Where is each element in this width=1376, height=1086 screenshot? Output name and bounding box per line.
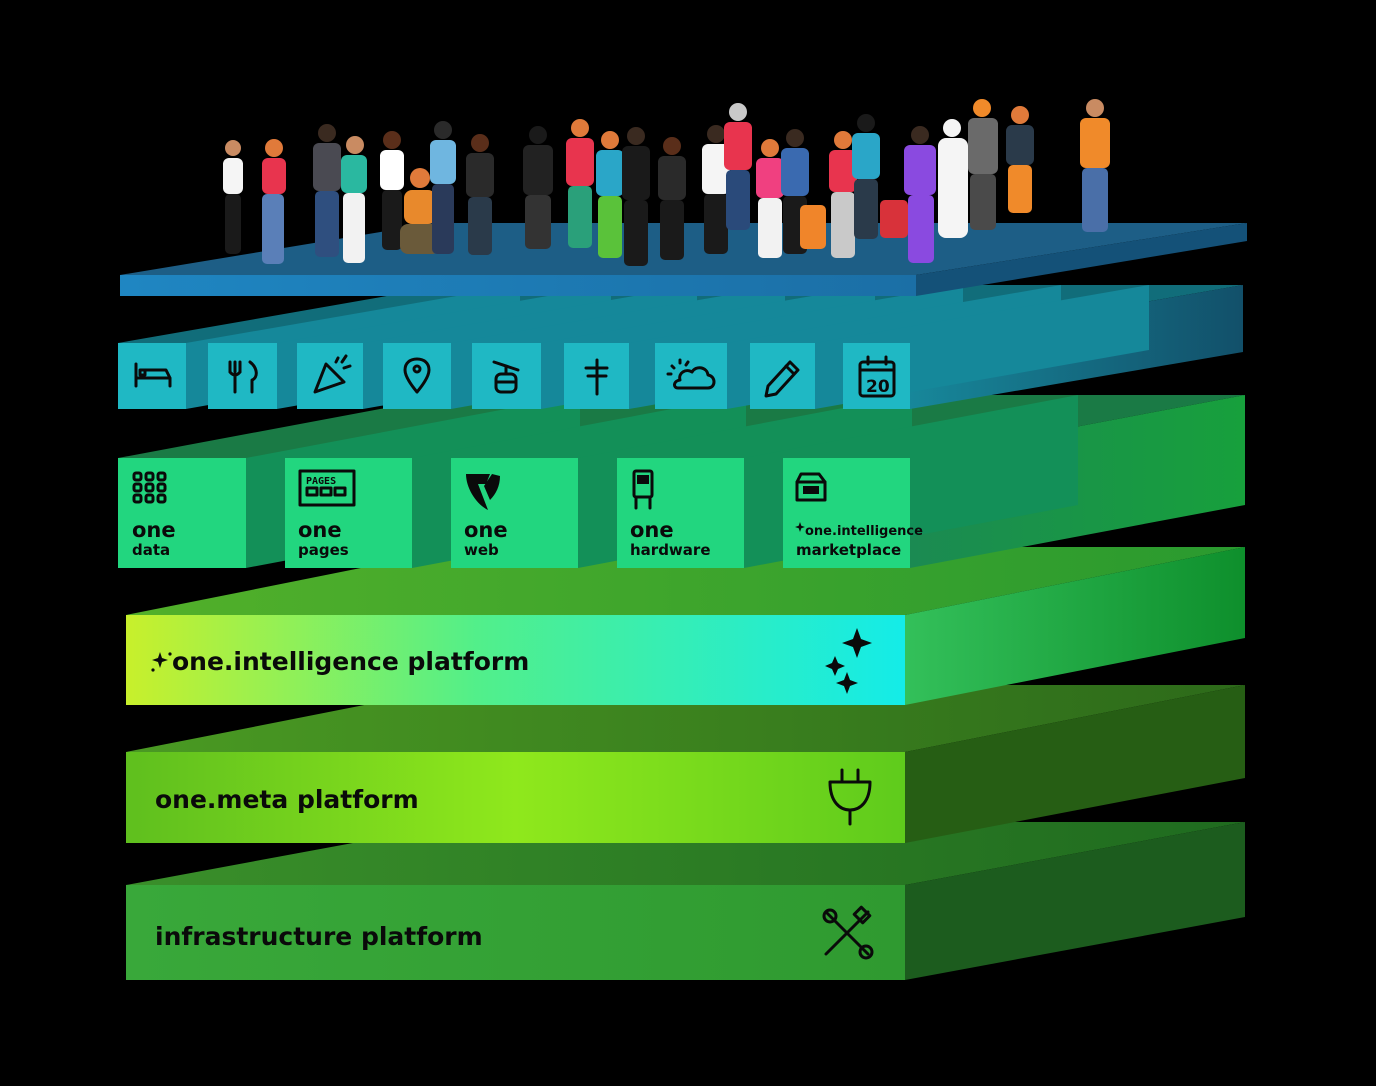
product-title: one [298,518,342,542]
person [724,103,752,230]
suitcase [880,200,908,238]
product-title: one [132,518,176,542]
product-subtitle: hardware [630,541,711,559]
infrastructure-platform-label: infrastructure platform [155,922,483,951]
intelligence-layer: one.intelligence platform [126,547,1245,705]
person [223,140,243,254]
person [466,134,494,255]
svg-text:PAGES: PAGES [306,476,336,487]
product-subtitle: marketplace [796,541,901,559]
person [596,131,624,258]
person [904,126,936,263]
person [1006,106,1034,213]
person [341,136,367,263]
product-title: one [630,518,674,542]
person [852,114,880,239]
person [430,121,456,254]
person [566,119,594,248]
person [756,139,784,258]
product-subtitle: web [464,541,499,559]
person [658,137,686,260]
meta-layer: one.meta platform [126,685,1245,843]
intelligence-platform-label: one.intelligence platform [172,647,529,676]
person [262,139,286,264]
person [523,126,553,249]
calendar-icon: 20 [860,357,894,397]
product-subtitle: data [132,541,170,559]
product-title: one [464,518,508,542]
person [938,119,968,238]
calendar-day: 20 [866,377,890,397]
person [622,127,650,266]
product-title: one.intelligence [805,524,923,539]
suitcase [800,205,826,249]
categories-layer: 20 [118,285,1243,409]
person [1080,99,1110,232]
product-subtitle: pages [298,541,349,559]
person [313,124,341,257]
person [968,99,998,230]
products-layer: one data PAGES one pages one web [118,395,1245,568]
infrastructure-layer: infrastructure platform [126,822,1245,980]
meta-platform-label: one.meta platform [155,785,419,814]
